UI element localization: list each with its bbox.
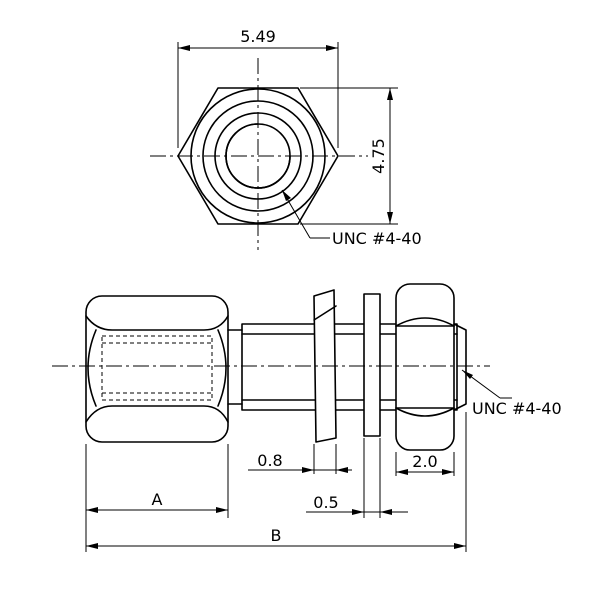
top-height-arrow-bottom [387, 212, 393, 224]
shaft-end-chamfer [453, 323, 467, 411]
left-nut-hidden-bore [101, 335, 213, 401]
top-height-label: 4.75 [369, 138, 388, 174]
left-nut-flat-bottom [85, 405, 229, 423]
dim-0-5-arrow-right [380, 509, 392, 515]
top-thread-callout: UNC #4-40 [332, 229, 422, 248]
dim-2-0-label: 2.0 [412, 452, 437, 471]
left-nut-flat-top [85, 315, 229, 331]
top-view: 5.49 4.75 UNC #4-40 [150, 27, 422, 250]
top-width-label: 5.49 [240, 27, 276, 46]
dim-0-5-label: 0.5 [313, 493, 338, 512]
top-width-arrow-right [326, 45, 338, 51]
top-hex-outline [177, 87, 339, 225]
lock-washer-split [313, 305, 337, 321]
dim-0-8-arrow-left [302, 467, 314, 473]
top-width-arrow-left [178, 45, 190, 51]
dim-b-arrow-right [454, 543, 466, 549]
top-thread-arc [225, 123, 291, 189]
shaft-body [241, 323, 458, 411]
dim-2-0-arrow-left [396, 469, 408, 475]
dim-b-label: B [271, 526, 282, 545]
dim-b-arrow-left [86, 543, 98, 549]
top-height-arrow-top [387, 88, 393, 100]
dim-a-label: A [152, 490, 163, 509]
dim-0-8-label: 0.8 [257, 451, 282, 470]
left-nut-body [85, 295, 229, 443]
dim-0-5-arrow-left [352, 509, 364, 515]
left-nut-left-curve [87, 329, 97, 407]
flat-washer [363, 293, 381, 437]
dim-a-arrow-right [216, 507, 228, 513]
left-nut-right-curve [217, 329, 227, 407]
left-hex-nut [85, 295, 229, 443]
dim-a-arrow-left [86, 507, 98, 513]
dim-2-0-arrow-right [442, 469, 454, 475]
right-nut-body [395, 283, 455, 451]
right-nut-bottom-flat [395, 407, 455, 417]
side-view: UNC #4-40 0.8 0.5 2.0 A [52, 283, 562, 552]
right-hex-nut [395, 283, 455, 451]
side-thread-callout: UNC #4-40 [472, 399, 562, 418]
right-nut-top-flat [395, 317, 455, 327]
side-thread-leader-arrow [462, 370, 473, 379]
top-thread-leader-arrow [282, 190, 291, 201]
